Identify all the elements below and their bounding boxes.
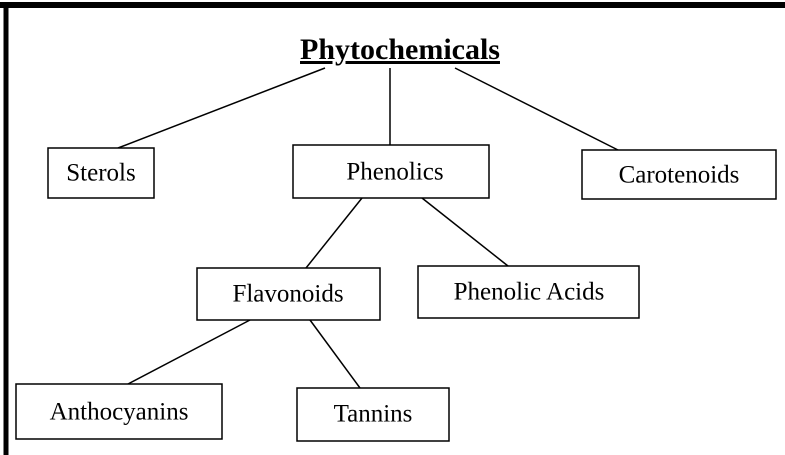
node-phenolics: Phenolics bbox=[292, 144, 490, 199]
edge-flavonoids-anthocyanins bbox=[127, 319, 251, 385]
diagram-title: Phytochemicals bbox=[300, 33, 500, 66]
edge-title-carotenoids bbox=[454, 67, 619, 151]
node-flavonoids-label: Flavonoids bbox=[232, 281, 343, 308]
edge-title-sterols bbox=[117, 67, 326, 149]
edge-flavonoids-tannins bbox=[309, 319, 361, 389]
node-tannins-label: Tannins bbox=[334, 401, 413, 428]
node-carotenoids-label: Carotenoids bbox=[619, 162, 740, 189]
edge-phenolics-phenolic-acids bbox=[421, 197, 509, 267]
node-carotenoids: Carotenoids bbox=[581, 149, 777, 200]
edge-phenolics-flavonoids bbox=[305, 197, 363, 269]
node-sterols: Sterols bbox=[47, 147, 155, 199]
node-phenolic-acids: Phenolic Acids bbox=[417, 265, 640, 319]
node-sterols-label: Sterols bbox=[66, 160, 135, 187]
node-tannins: Tannins bbox=[296, 387, 450, 442]
node-anthocyanins-label: Anthocyanins bbox=[50, 399, 189, 426]
node-phenolics-label: Phenolics bbox=[346, 159, 443, 186]
connector-lines bbox=[117, 67, 619, 389]
node-flavonoids: Flavonoids bbox=[196, 267, 381, 321]
node-anthocyanins: Anthocyanins bbox=[15, 383, 223, 440]
node-phenolic-acids-label: Phenolic Acids bbox=[454, 279, 605, 306]
